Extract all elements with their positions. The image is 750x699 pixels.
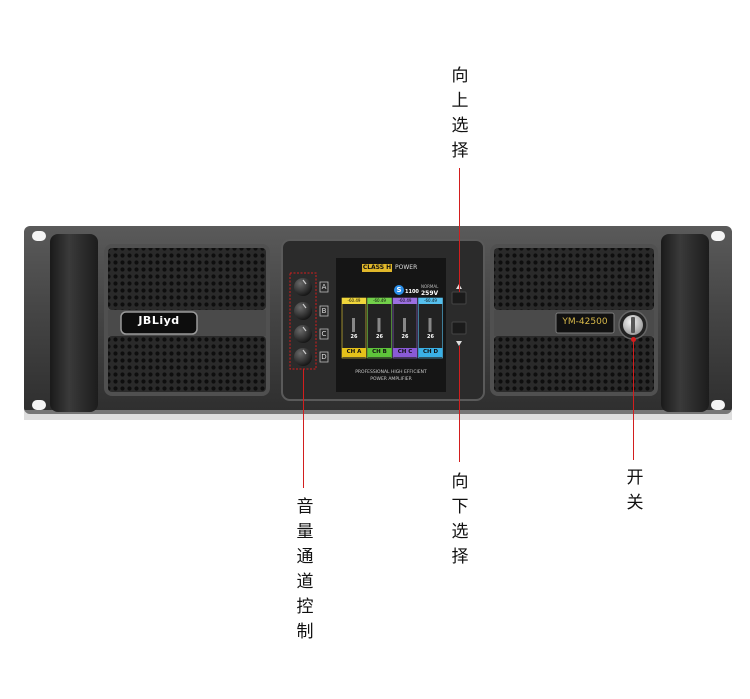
- right-grille-top: [494, 248, 654, 310]
- channel-head: [393, 298, 417, 304]
- knob-letter-d: D: [321, 353, 327, 361]
- right-handle: [661, 234, 709, 412]
- power-switch-callout: 开关: [626, 468, 644, 513]
- knob-a: [294, 278, 312, 296]
- status-label: NORMAL: [421, 284, 439, 289]
- left-handle: [50, 234, 98, 412]
- channel-fader: [403, 318, 406, 332]
- rack-hole: [711, 400, 725, 410]
- mode-icon: S: [394, 285, 404, 295]
- knob-d: [294, 348, 312, 366]
- channel-db: -60.49: [347, 298, 361, 303]
- screen-power-label: POWER: [395, 264, 418, 271]
- model-badge: [555, 312, 615, 334]
- mode-value: 1100: [405, 289, 419, 295]
- channel-db: -60.49: [424, 298, 437, 303]
- channel-label: CH A: [346, 349, 362, 355]
- down-select-button: [451, 321, 467, 335]
- up-select-callout: 向上选择: [451, 66, 469, 161]
- volume-callout-line: [303, 369, 304, 488]
- rack-hole: [32, 231, 46, 241]
- channel-label-bg: [367, 348, 392, 357]
- channel-label: CH D: [422, 349, 439, 355]
- rack-hole: [32, 400, 46, 410]
- channel-label: CH C: [397, 349, 413, 355]
- channel-meters: [341, 297, 443, 359]
- channel-fader: [352, 318, 355, 332]
- status-value: 259V: [421, 290, 439, 297]
- knob-b: [294, 302, 312, 320]
- channel-label-bg: [418, 348, 443, 357]
- model-label: YM-42500: [562, 317, 608, 327]
- channel-label-bg: [342, 348, 366, 357]
- channel-head: [367, 298, 392, 304]
- left-grille-bottom: [108, 336, 266, 392]
- knob-c: [294, 325, 312, 343]
- knob-letter-c: C: [321, 330, 327, 338]
- screen-tagline-2: POWER AMPLIFIER: [370, 377, 412, 382]
- channel-level: 26: [427, 334, 434, 340]
- channel-label: CH B: [372, 349, 387, 355]
- brand-logo-badge: [120, 311, 198, 335]
- up-callout-line: [459, 168, 460, 292]
- right-grille-bottom: [494, 336, 654, 392]
- channel-level: 26: [350, 334, 358, 340]
- up-select-button: [451, 291, 467, 305]
- power-callout-line: [633, 339, 634, 460]
- down-select-callout: 向下选择: [451, 472, 469, 567]
- channel-fader: [428, 318, 432, 332]
- down-callout-line: [459, 346, 460, 462]
- channel-head: [342, 298, 366, 304]
- channel-label-bg: [393, 348, 417, 357]
- knob-letter-a: A: [321, 283, 327, 291]
- screen-class-label: CLASS H: [362, 264, 392, 271]
- left-grille-top: [108, 248, 266, 310]
- channel-db: -60.49: [398, 298, 412, 303]
- rack-hole: [711, 231, 725, 241]
- channel-fader: [377, 318, 381, 332]
- channel-level: 26: [376, 334, 383, 340]
- channel-head: [418, 298, 443, 304]
- volume-channel-callout: 音量通道控制: [296, 497, 314, 642]
- channel-level: 26: [401, 334, 409, 340]
- brand-logo: JBLiyd: [138, 314, 180, 327]
- knob-letter-b: B: [321, 307, 327, 315]
- volume-knobs: [294, 278, 312, 366]
- screen-tagline-1: PROFESSIONAL HIGH EFFICIENT: [355, 370, 427, 375]
- channel-db: -60.49: [373, 298, 386, 303]
